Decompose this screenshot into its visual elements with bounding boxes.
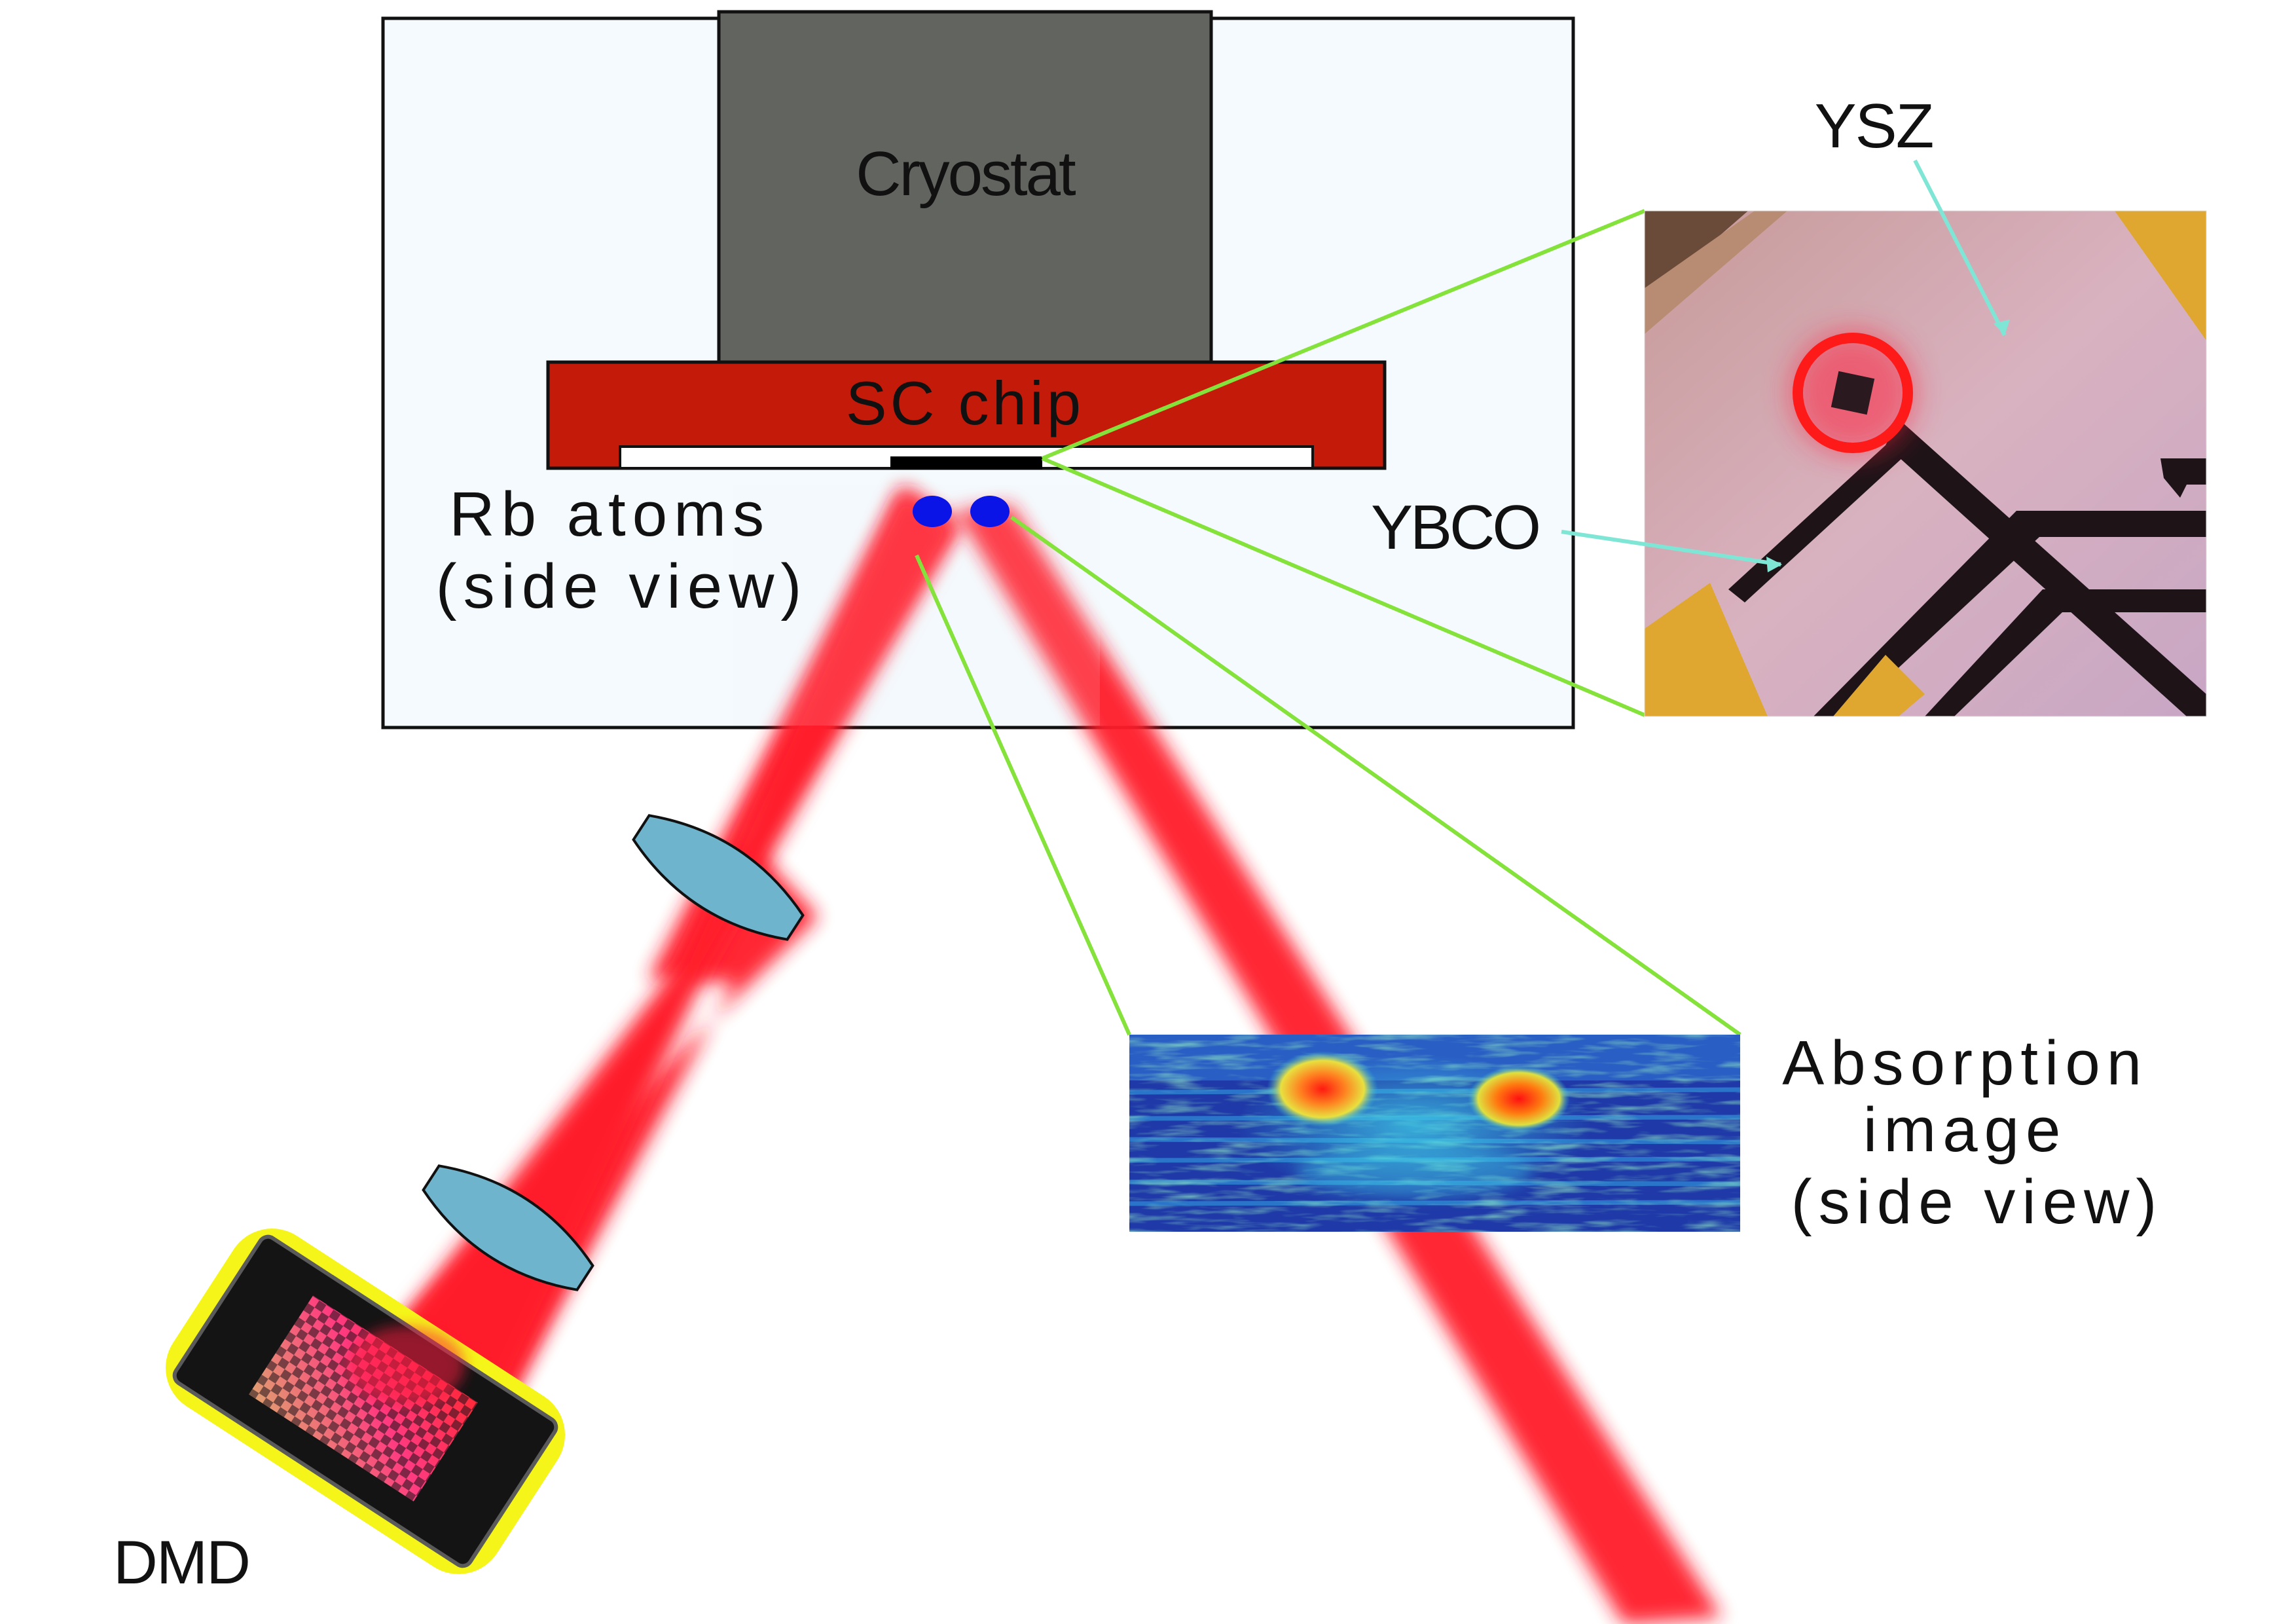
ybco-pointer [1561, 530, 1781, 566]
dmd-checker-pattern [249, 1295, 478, 1502]
ysz-label: YSZ [1815, 91, 1933, 161]
rb-atoms-label-line2: (side view) [436, 551, 809, 621]
ysz-pointer-tip [1994, 320, 2010, 335]
photo-highlight-ring [1793, 333, 1913, 453]
absorption-label-line1: Absorption [1782, 1028, 2148, 1098]
sc-chip-label: SC chip [846, 369, 1084, 437]
chip-trap-region [890, 456, 1042, 470]
dmd-label: DMD [113, 1528, 249, 1596]
rb-atom-cloud-left [913, 496, 952, 527]
absorption-image-label: Absorption image (side view) [1782, 1028, 2172, 1237]
lens-upper [632, 814, 805, 941]
ybco-pointer-tip [1766, 557, 1782, 572]
rb-atom-cloud-right [970, 496, 1010, 527]
cryostat-label: Cryostat [856, 139, 1076, 209]
chip-photo [1645, 211, 2206, 716]
chip-photo-callout-lines [1041, 209, 1646, 717]
ybco-label: YBCO [1371, 492, 1539, 563]
absorption-cloud-left [1267, 1051, 1378, 1127]
atoms-absorption-callout-lines [915, 515, 1741, 1037]
dmd-device [166, 1228, 565, 1574]
rb-atoms-label: Rb atoms (side view) [436, 479, 809, 621]
cryostat [717, 10, 1213, 364]
chamber-beam-fade [733, 485, 1100, 726]
laser-beam-left-shape [367, 490, 957, 1450]
absorption-label-line3: (side view) [1791, 1167, 2164, 1237]
absorption-label-line2: image [1863, 1095, 2067, 1165]
rb-atoms-label-line1: Rb atoms [449, 479, 771, 549]
absorption-image [1129, 1035, 1740, 1232]
lens-lower [422, 1164, 594, 1291]
dmd-laser-glow [347, 1326, 465, 1405]
chip-photo-frame [1644, 210, 2207, 717]
ysz-pointer [1913, 159, 2007, 337]
absorption-cloud-right [1468, 1066, 1570, 1132]
